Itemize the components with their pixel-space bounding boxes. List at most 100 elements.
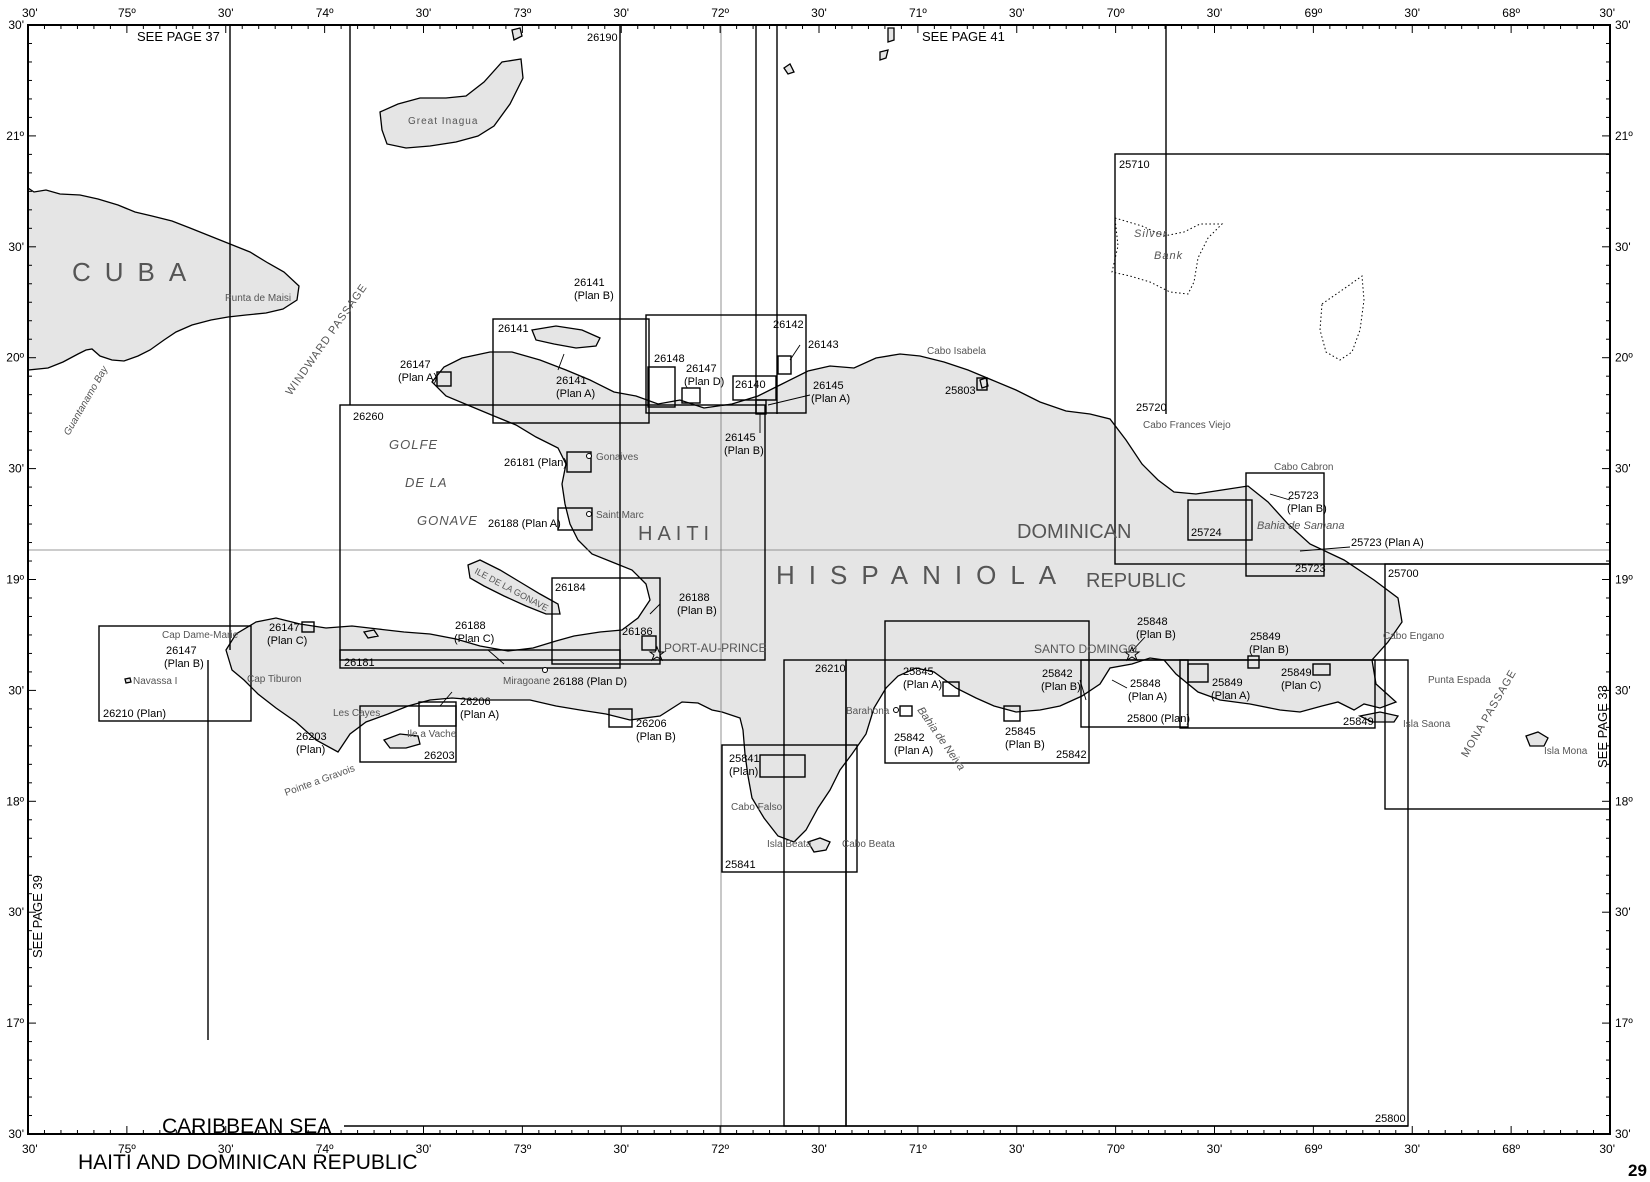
map-title-line-2: HAITI AND DOMINICAN REPUBLIC xyxy=(78,1151,418,1174)
latitude-label: 30' xyxy=(1615,240,1631,254)
chart-box-26186 xyxy=(641,635,657,651)
cabo-engano-label: Cabo Engano xyxy=(1383,631,1445,642)
chart-label-26141-plan-a-sub: (Plan A) xyxy=(556,388,595,400)
chart-box-25849-plan-b xyxy=(1247,655,1260,669)
leader-line xyxy=(1111,679,1128,689)
chart-box-26141 xyxy=(492,318,650,424)
chart-label-26186: 26186 xyxy=(622,626,653,638)
chart-box-25842-plan-a xyxy=(899,705,913,717)
longitude-label: 30' xyxy=(1599,1142,1615,1156)
longitude-label: 69º xyxy=(1305,1142,1323,1156)
longitude-label: 30' xyxy=(416,1142,432,1156)
chart-label-25848-plan-a: 25848 xyxy=(1130,678,1161,690)
chart-label-26203: 26203 xyxy=(424,750,455,762)
republic-label: REPUBLIC xyxy=(1086,570,1186,592)
chart-box-26147-plan-a xyxy=(436,371,452,387)
santo-domingo-label: SANTO DOMINGO xyxy=(1034,642,1137,656)
chart-box-25849-plan-a xyxy=(1187,663,1209,683)
chart-label-25848-plan-b: 25848 xyxy=(1137,616,1168,628)
miragoane-label: Miragoane xyxy=(503,676,551,687)
chart-box-26148 xyxy=(647,366,676,408)
capital-markers xyxy=(648,645,1141,662)
cabo-cabron-label: Cabo Cabron xyxy=(1274,462,1333,473)
longitude-label: 70º xyxy=(1107,1142,1125,1156)
punta-de-maisi-label: Punta de Maisi xyxy=(225,293,291,304)
latitude-label: 20º xyxy=(1615,351,1633,365)
longitude-label: 30' xyxy=(613,6,629,20)
pointe-a-gravois-label: Pointe a Gravois xyxy=(283,763,356,799)
latitude-label: 18º xyxy=(1615,794,1633,808)
chart-box-26147-plan-d xyxy=(681,387,701,404)
longitude-label: 69º xyxy=(1305,6,1323,20)
chart-box-26206-plan-b xyxy=(608,708,633,728)
town-markers xyxy=(542,453,899,713)
chart-number-labels: 26190 25710 25720 26260 26141 (Plan B) 2… xyxy=(103,32,1424,1125)
chart-box-25841-plan xyxy=(759,754,806,778)
chart-label-25800: 25800 xyxy=(1375,1113,1406,1125)
les-cayes-label: Les Cayes xyxy=(333,708,380,719)
chart-label-26140: 26140 xyxy=(735,379,766,391)
latitude-label: 17º xyxy=(6,1016,24,1030)
chart-label-26206-plan-a: 26206 xyxy=(460,696,491,708)
cabo-beata-label: Cabo Beata xyxy=(842,839,895,850)
longitude-label: 30' xyxy=(811,6,827,20)
leader-lines xyxy=(439,344,1351,707)
longitude-label: 30' xyxy=(416,6,432,20)
latitude-label: 20º xyxy=(6,351,24,365)
chart-label-25848-plan-b-sub: (Plan B) xyxy=(1136,629,1176,641)
latitude-label: 30' xyxy=(1615,1127,1631,1141)
golfe-label: GOLFE xyxy=(389,437,438,452)
gonaives-label: Gonaives xyxy=(596,452,638,463)
see-page-39-label: SEE PAGE 39 xyxy=(30,875,45,958)
longitude-label: 74º xyxy=(316,6,334,20)
chart-label-25723-plan-a: 25723 (Plan A) xyxy=(1351,537,1424,549)
cuba-landmass xyxy=(27,186,300,371)
chart-label-25723-plan-b: 25723 xyxy=(1288,490,1319,502)
leader-line xyxy=(557,353,565,371)
chart-box-25723 xyxy=(1245,472,1325,577)
bank-label: Bank xyxy=(1154,250,1183,262)
small-cay xyxy=(783,63,795,75)
chart-label-26206-plan-b-sub: (Plan B) xyxy=(636,731,676,743)
chart-label-25849-plan-c: 25849 xyxy=(1281,667,1312,679)
longitude-label: 75º xyxy=(118,1142,136,1156)
bahia-de-samana-label: Bahia de Samana xyxy=(1257,520,1344,532)
chart-label-25845-plan-a: 25845 xyxy=(903,666,934,678)
chart-label-26145-plan-b-sub: (Plan B) xyxy=(724,445,764,457)
chart-label-26206-plan-a-sub: (Plan A) xyxy=(460,709,499,721)
chart-label-26210-plan: 26210 (Plan) xyxy=(103,708,166,720)
leader-line xyxy=(789,344,801,361)
chart-label-25800-plan: 25800 (Plan) xyxy=(1127,713,1190,725)
chart-label-26145-plan-b: 26145 xyxy=(725,432,756,444)
chart-box-26181 xyxy=(339,649,621,669)
cap-tiburon-label: Cap Tiburon xyxy=(247,674,301,685)
see-page-41-label: SEE PAGE 41 xyxy=(922,29,1005,44)
chart-label-25849-plan-a: 25849 xyxy=(1212,677,1243,689)
chart-label-26206-plan-b: 26206 xyxy=(636,718,667,730)
latitude-label: 19º xyxy=(1615,573,1633,587)
isla-beata-label: Isla Beata xyxy=(767,839,812,850)
latitude-label: 30' xyxy=(8,240,24,254)
chart-label-25723-plan-b-sub: (Plan B) xyxy=(1287,503,1327,515)
chart-box-25849-plan-c xyxy=(1312,663,1331,676)
chart-label-25724: 25724 xyxy=(1191,527,1222,539)
latitude-label: 19º xyxy=(6,573,24,587)
chart-label-26147-plan-c-sub: (Plan C) xyxy=(267,635,307,647)
chart-box-26184 xyxy=(551,577,661,665)
isla-saona-island xyxy=(1358,711,1400,723)
latitude-label: 30' xyxy=(1615,462,1631,476)
chart-label-25845-plan-b-sub: (Plan B) xyxy=(1005,739,1045,751)
chart-label-26145-plan-a-sub: (Plan A) xyxy=(811,393,850,405)
chart-label-25720: 25720 xyxy=(1136,402,1167,414)
longitude-label: 73º xyxy=(514,1142,532,1156)
chart-box-26143 xyxy=(777,355,792,375)
longitude-label: 73º xyxy=(514,6,532,20)
leader-line xyxy=(487,649,505,665)
small-cay xyxy=(362,629,380,639)
saint-marc-label: Saint Marc xyxy=(596,510,644,521)
chart-label-25841-plan: 25841 xyxy=(729,753,760,765)
longitude-label: 30' xyxy=(218,1142,234,1156)
chart-label-26184: 26184 xyxy=(555,582,586,594)
